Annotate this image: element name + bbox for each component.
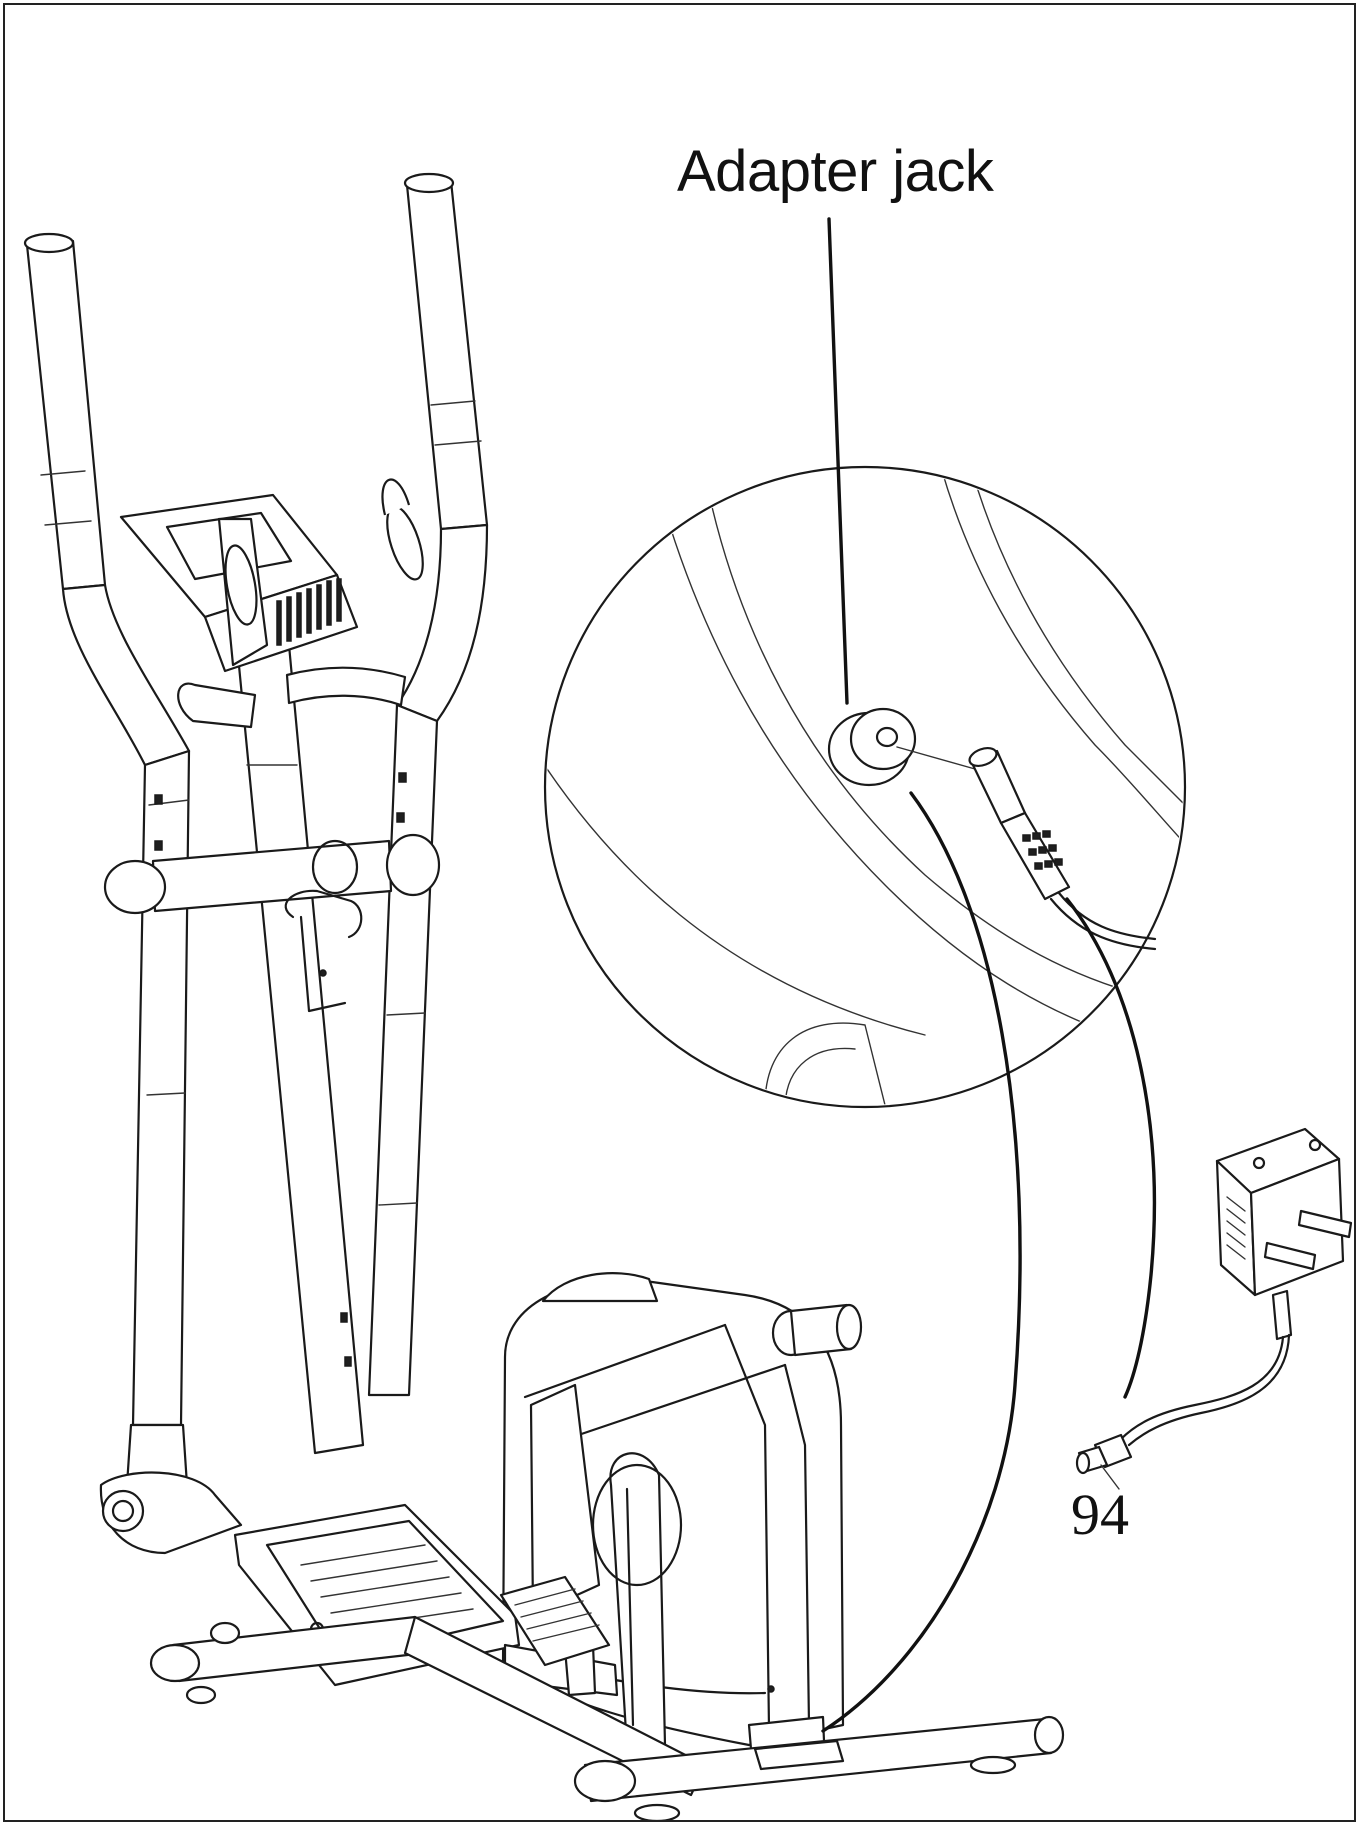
bottle-holder bbox=[284, 889, 363, 1013]
left-handlebar bbox=[23, 232, 243, 1555]
diagram-frame: Adapter jack 94 bbox=[3, 3, 1356, 1822]
handlebar-crossbar bbox=[103, 833, 441, 915]
base-frame bbox=[149, 1615, 1065, 1820]
adapter-plug bbox=[896, 746, 1157, 951]
plug-grip-ridges bbox=[1022, 830, 1063, 870]
leader-lines bbox=[821, 217, 1157, 1733]
right-pedal-mesh bbox=[514, 1588, 600, 1642]
console bbox=[119, 478, 424, 1455]
ac-adapter bbox=[1075, 1127, 1353, 1490]
console-speaker-grill bbox=[276, 578, 342, 646]
right-pedal bbox=[499, 1575, 611, 1667]
jack-detail-magnifier bbox=[543, 465, 1187, 1109]
right-handlebar bbox=[367, 172, 489, 1397]
adapter-jack-socket bbox=[827, 707, 917, 787]
elliptical-trainer-diagram bbox=[23, 172, 1353, 1820]
adapter-jack-label: Adapter jack bbox=[677, 139, 994, 204]
adapter-vent-slots bbox=[1226, 1196, 1246, 1260]
part-number-label: 94 bbox=[1071, 1482, 1129, 1547]
